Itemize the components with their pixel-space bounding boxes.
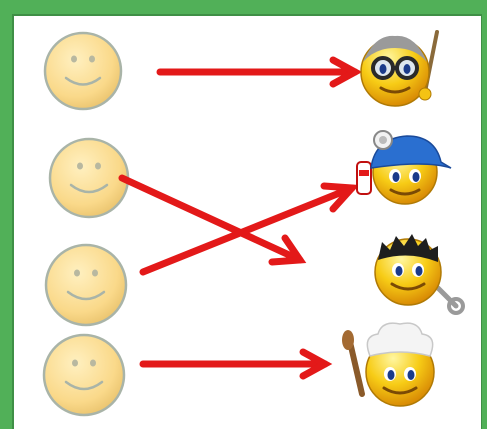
- right-item-3: [374, 234, 465, 315]
- left-smiley-2: [48, 137, 130, 219]
- plain-smiley-icon: [48, 137, 130, 219]
- right-item-1: [360, 30, 439, 107]
- right-item-2: [356, 130, 452, 205]
- arrow-2-to-3-head: [268, 234, 307, 266]
- left-smiley-3: [44, 243, 128, 327]
- plain-smiley-icon: [43, 31, 123, 111]
- left-smiley-1: [43, 31, 123, 111]
- doctor-smiley-icon: [356, 130, 452, 205]
- connection-arrows: [118, 56, 363, 380]
- right-item-4: [342, 322, 435, 407]
- chef-smiley-icon: [342, 322, 435, 407]
- arrow-3-to-2-head: [320, 182, 360, 213]
- arrow-4-to-4-head: [299, 348, 333, 380]
- plain-smiley-icon: [42, 333, 126, 417]
- arrow-1-to-1-head: [329, 56, 363, 88]
- arrow-2-to-3: [118, 174, 304, 264]
- left-smiley-4: [42, 333, 126, 417]
- teacher-smiley-icon: [360, 30, 439, 107]
- arrow-3-to-2: [139, 184, 356, 276]
- plain-smiley-icon: [44, 243, 128, 327]
- worker-smiley-icon: [374, 234, 465, 315]
